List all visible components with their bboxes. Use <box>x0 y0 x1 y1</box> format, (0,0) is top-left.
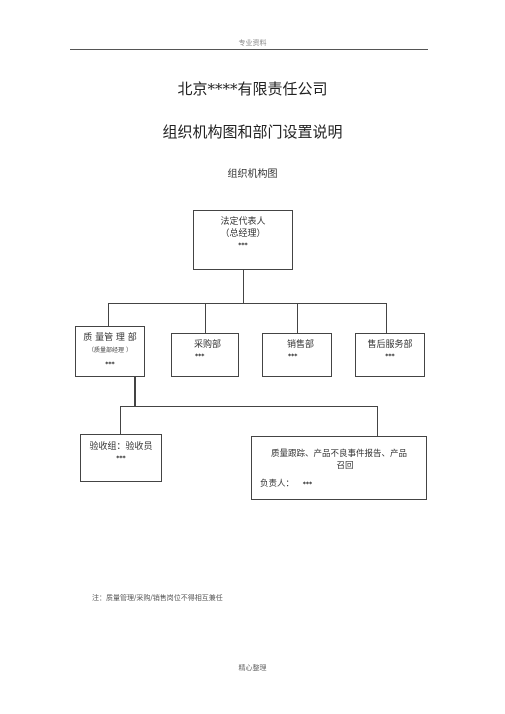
connector-quality-drop <box>108 303 109 326</box>
node-inspection-group: 验收组：验收员 *** <box>80 434 162 482</box>
node-quality-role: （质量部经理 ） <box>88 347 132 354</box>
header-divider <box>70 49 428 50</box>
diagram-title: 组织机构图 <box>227 169 278 180</box>
connector-inspection-drop <box>120 406 121 434</box>
node-legal-representative-name: *** <box>238 242 248 249</box>
node-tracking-owner-name: *** <box>302 481 313 488</box>
node-legal-representative: 法定代表人 （总经理） *** <box>193 210 293 270</box>
node-legal-representative-title: 法定代表人 <box>220 217 266 227</box>
node-tracking-owner: 负责人： *** <box>252 478 426 491</box>
node-purchasing-title: 采购部 <box>194 340 222 350</box>
node-legal-representative-role: （总经理） <box>220 229 266 239</box>
node-aftersales-title: 售后服务部 <box>367 340 413 350</box>
node-purchasing: 采购部 *** <box>171 333 239 377</box>
node-quality-name: *** <box>105 361 115 368</box>
connector-sales-drop <box>297 303 298 333</box>
node-inspection-title: 验收组：验收员 <box>89 442 153 452</box>
connector-bottom-horizontal <box>120 406 378 407</box>
connector-aftersales-drop <box>386 303 387 333</box>
connector-top-horizontal <box>108 303 386 304</box>
page-header: 专业资料 <box>238 39 267 47</box>
node-purchasing-name: *** <box>195 353 205 360</box>
connector-top-vertical <box>243 270 244 303</box>
connector-tracking-drop <box>377 406 378 436</box>
node-tracking-line1: 质量跟踪、产品不良事件报告、产品 <box>270 449 407 459</box>
node-quality-management: 质 量管 理 部 （质量部经理 ） *** <box>75 326 145 377</box>
node-inspection-name: *** <box>116 455 126 462</box>
connector-purchasing-drop <box>205 303 206 333</box>
node-quality-title: 质 量管 理 部 <box>83 333 137 343</box>
node-quality-tracking: 质量跟踪、产品不良事件报告、产品 召回 负责人： *** <box>251 436 427 500</box>
document-subtitle: 组织机构图和部门设置说明 <box>162 123 343 141</box>
node-sales-title: 销售部 <box>287 340 315 350</box>
page-footer: 精心整理 <box>238 664 267 672</box>
footnote: 注：质量管理/采购/销售岗位不得相互兼任 <box>92 594 223 602</box>
node-tracking-line2: 召回 <box>336 461 354 471</box>
node-tracking-owner-label: 负责人： <box>260 479 295 489</box>
node-sales-name: *** <box>288 353 298 360</box>
company-title: 北京****有限责任公司 <box>177 80 328 98</box>
node-sales: 销售部 *** <box>262 333 332 377</box>
node-aftersales-name: *** <box>385 353 395 360</box>
connector-quality-down <box>134 377 136 407</box>
node-aftersales: 售后服务部 *** <box>355 333 425 377</box>
